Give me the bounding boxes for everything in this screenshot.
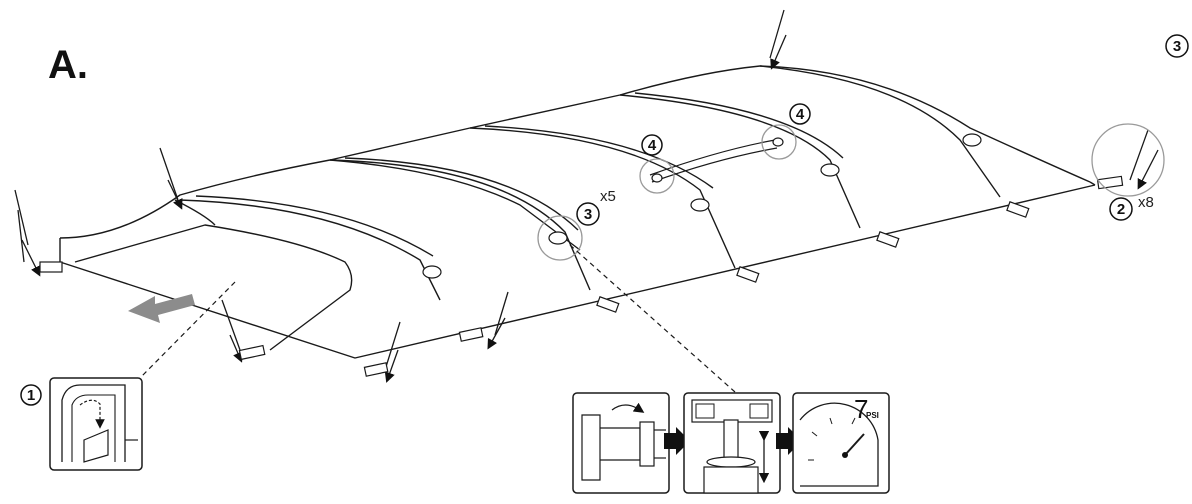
stake-7 — [1129, 129, 1159, 190]
stake-1 — [14, 189, 41, 277]
tent-body — [59, 65, 1096, 359]
ground-stakes — [14, 9, 1159, 383]
arch-valves — [422, 133, 982, 279]
step-arrow-2 — [776, 427, 802, 455]
callout-valves: 3 x5 — [576, 188, 616, 226]
callout-strap-right: 4 — [789, 103, 811, 125]
svg-text:3: 3 — [1173, 38, 1181, 55]
inset-valve-open — [572, 392, 670, 494]
step-arrow-1 — [664, 427, 690, 455]
base-tabs — [39, 175, 1124, 377]
stake-5 — [487, 291, 509, 350]
pull-direction-arrow — [128, 294, 195, 323]
svg-text:4: 4 — [648, 137, 657, 154]
stake-8 — [17, 209, 25, 263]
section-label: A. — [48, 43, 88, 87]
callout-strap-left: 4 — [641, 134, 663, 156]
gauge-value: 7 — [854, 394, 868, 424]
callout-door: 1 — [20, 384, 42, 406]
callout-stakes: 2 x8 — [1109, 194, 1154, 221]
svg-text:1: 1 — [27, 387, 35, 404]
inset-door — [49, 377, 143, 471]
stake-4 — [384, 321, 401, 383]
svg-text:3: 3 — [584, 206, 592, 223]
stake-2 — [159, 147, 183, 210]
inset-pressure-gauge: 7 PSI — [792, 392, 890, 494]
stake-3 — [221, 299, 243, 363]
stake-6 — [769, 9, 787, 70]
svg-text:4: 4 — [796, 106, 805, 123]
svg-text:2: 2 — [1117, 201, 1125, 218]
highlight-circles — [537, 123, 1165, 261]
svg-text:x5: x5 — [600, 188, 616, 205]
gauge-unit: PSI — [866, 411, 879, 420]
leader-lines — [139, 244, 736, 393]
inset-valve-pump — [683, 392, 781, 494]
callout-corner-top-right: 3 — [1165, 34, 1189, 58]
svg-text:x8: x8 — [1138, 194, 1154, 211]
